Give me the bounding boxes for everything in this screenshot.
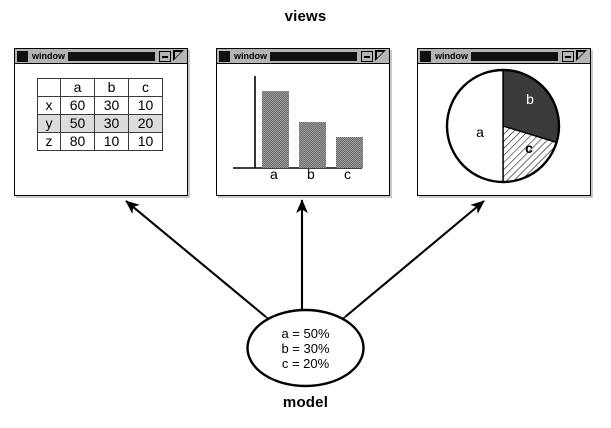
window-title: window [32, 50, 65, 61]
maximize-icon[interactable] [173, 50, 185, 62]
window-pie-chart-view[interactable]: window b a c [417, 48, 591, 196]
table-column-header: c [128, 78, 163, 97]
table-cell[interactable]: 60 [60, 96, 95, 115]
data-table[interactable]: a b c x 60 30 10 y 50 30 20 [37, 78, 163, 151]
table-cell[interactable]: 10 [128, 132, 163, 151]
connector-model-table-view [125, 200, 280, 330]
bar-a[interactable] [262, 91, 289, 168]
window-title: window [234, 50, 267, 61]
table-cell[interactable]: 30 [94, 96, 129, 115]
titlebar[interactable]: window [418, 49, 590, 64]
titlebar-fill [471, 51, 558, 61]
titlebar[interactable]: window [15, 49, 187, 64]
model-line-a: a = 50% [281, 325, 330, 341]
titlebar[interactable]: window [217, 49, 389, 64]
connector-model-pie-view [331, 200, 485, 330]
window-bar-chart-view[interactable]: window a b c [216, 48, 390, 196]
model-label: model [282, 394, 329, 411]
table-header-row: a b c [37, 78, 163, 97]
bar-chart-tick-b: b [307, 166, 315, 182]
maximize-icon[interactable] [375, 50, 387, 62]
table-cell[interactable]: 50 [60, 114, 95, 133]
table-row[interactable]: x 60 30 10 [37, 96, 163, 115]
bar-chart-tick-c: c [344, 166, 351, 182]
system-menu-icon[interactable] [219, 50, 230, 62]
bar-chart[interactable] [217, 64, 387, 193]
pie-outline [445, 68, 561, 184]
model-values: a = 50% b = 30% c = 20% [245, 308, 366, 388]
bar-b[interactable] [299, 122, 326, 168]
model-line-c: c = 20% [281, 355, 330, 371]
window-title: window [435, 50, 468, 61]
model-ellipse-shape [246, 308, 365, 388]
table-row-header: x [37, 96, 61, 115]
maximize-icon[interactable] [576, 50, 588, 62]
model-line-b: b = 30% [281, 340, 330, 356]
pie-label-a: a [476, 124, 484, 140]
table-column-header: b [94, 78, 129, 97]
system-menu-icon[interactable] [420, 50, 431, 62]
table-column-header: a [60, 78, 95, 97]
window-client-area: a b c x 60 30 10 y 50 30 20 [15, 64, 187, 193]
pie-chart[interactable]: b a c [418, 64, 588, 193]
bar-chart-tick-a: a [270, 166, 278, 182]
pie-slice-a[interactable] [446, 69, 504, 183]
table-cell[interactable]: 80 [60, 132, 95, 151]
table-cell[interactable]: 10 [128, 96, 163, 115]
window-client-area: a b c [217, 64, 389, 193]
titlebar-fill [68, 51, 155, 61]
table-cell[interactable]: 30 [94, 114, 129, 133]
table-corner-cell [37, 78, 61, 97]
minimize-icon[interactable] [159, 50, 171, 62]
window-client-area: b a c [418, 64, 590, 193]
pie-label-c: c [525, 140, 533, 156]
table-row-header: y [37, 114, 61, 133]
titlebar-fill [270, 51, 357, 61]
minimize-icon[interactable] [361, 50, 373, 62]
window-table-view[interactable]: window a b c x 60 30 10 [14, 48, 188, 196]
model-node[interactable]: a = 50% b = 30% c = 20% [245, 308, 366, 388]
bar-chart-tick-labels: a b c [217, 166, 387, 188]
table-cell[interactable]: 10 [94, 132, 129, 151]
minimize-icon[interactable] [562, 50, 574, 62]
table-row-header: z [37, 132, 61, 151]
pie-label-b: b [526, 91, 534, 107]
system-menu-icon[interactable] [17, 50, 28, 62]
table-row-selected[interactable]: y 50 30 20 [37, 114, 163, 133]
bar-c[interactable] [336, 137, 363, 168]
views-label: views [284, 8, 327, 25]
table-row[interactable]: z 80 10 10 [37, 132, 163, 151]
table-cell[interactable]: 20 [128, 114, 163, 133]
